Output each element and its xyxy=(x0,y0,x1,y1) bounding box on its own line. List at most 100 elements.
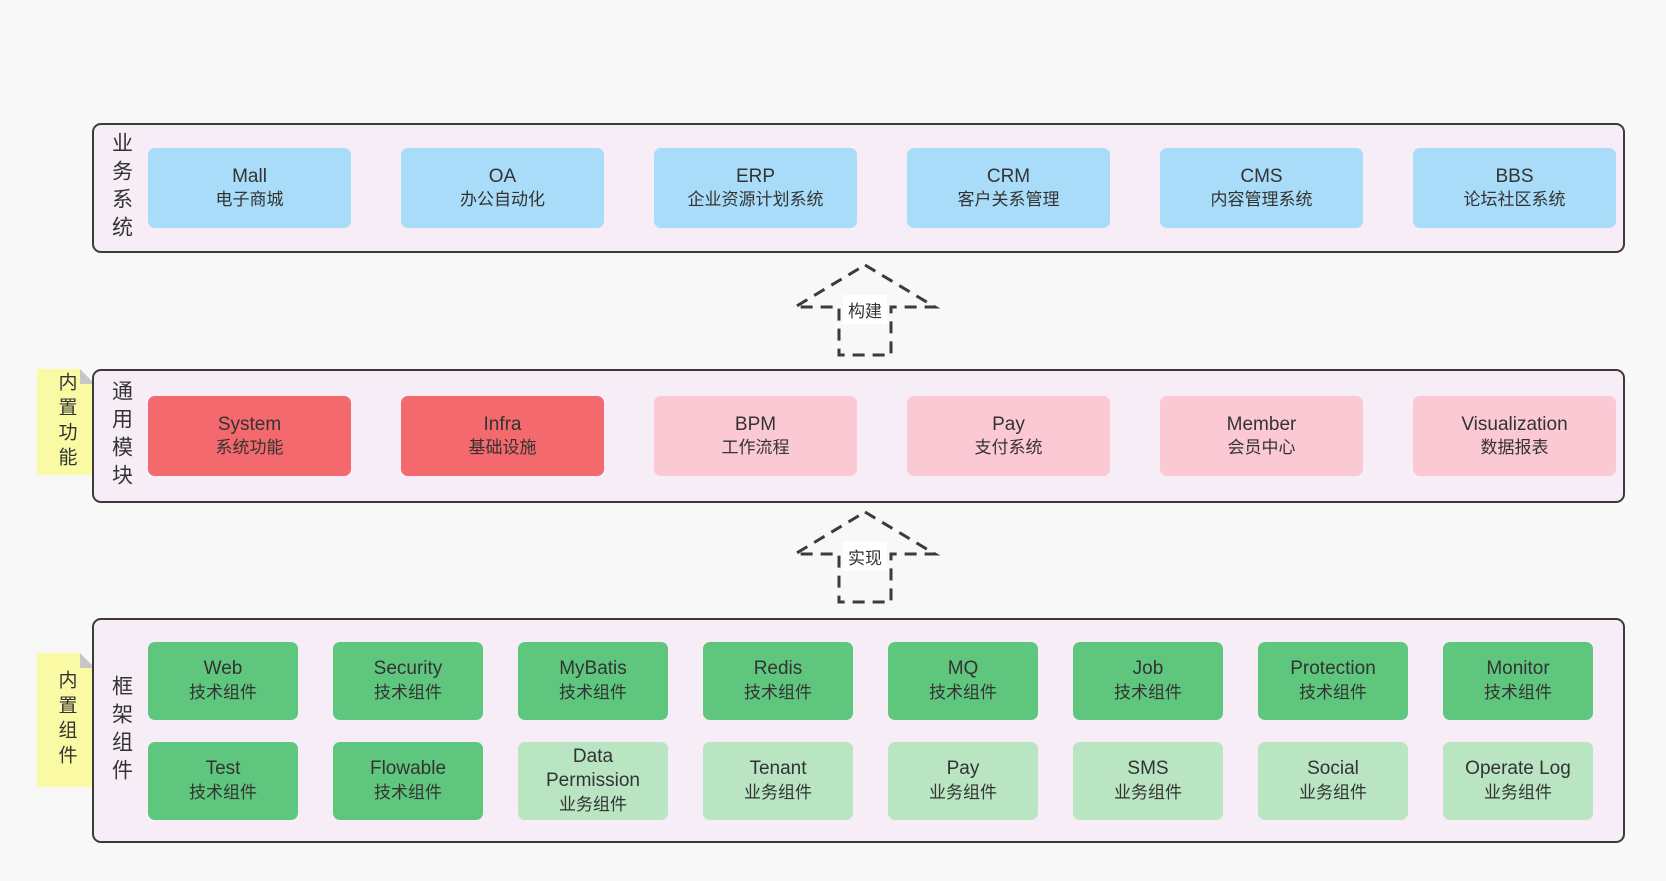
box-title: Monitor xyxy=(1486,658,1550,680)
box-title: Mall xyxy=(232,165,267,187)
component-box-sms: SMS 业务组件 xyxy=(1073,741,1223,820)
box-title: Infra xyxy=(483,413,522,435)
component-box-job: Job 技术组件 xyxy=(1073,641,1223,720)
box-title: SMS xyxy=(1127,758,1169,780)
business-box-bbs: BBS 论坛社区系统 xyxy=(1413,148,1616,228)
box-title: Pay xyxy=(946,758,980,780)
module-box-visualization: Visualization 数据报表 xyxy=(1413,396,1616,476)
box-title: Pay xyxy=(992,413,1025,435)
modules-rows: System 系统功能 Infra 基础设施 BPM 工作流程 Pay 支付系统… xyxy=(148,371,1630,501)
business-rows: Mall 电子商城 OA 办公自动化 ERP 企业资源计划系统 CRM 客户关系… xyxy=(148,125,1630,251)
box-subtitle: 数据报表 xyxy=(1480,438,1549,458)
panel-business-systems: 业务系统 Mall 电子商城 OA 办公自动化 ERP 企业资源计划系统 CRM xyxy=(92,123,1625,253)
section-label-business: 业务系统 xyxy=(94,125,148,251)
box-subtitle: 支付系统 xyxy=(974,438,1043,458)
box-title: Security xyxy=(373,658,443,680)
component-box-mybatis: MyBatis 技术组件 xyxy=(518,641,668,720)
box-subtitle: 会员中心 xyxy=(1227,438,1296,458)
box-subtitle: 内容管理系统 xyxy=(1210,190,1313,210)
box-subtitle: 技术组件 xyxy=(559,682,627,702)
box-subtitle: 客户关系管理 xyxy=(957,190,1060,210)
component-box-redis: Redis 技术组件 xyxy=(703,641,853,720)
module-box-member: Member 会员中心 xyxy=(1160,396,1363,476)
arrow-up-implement: 实现 xyxy=(790,509,940,605)
component-box-tenant: Tenant 业务组件 xyxy=(703,741,853,820)
box-subtitle: 技术组件 xyxy=(189,782,257,802)
section-label-components: 框架组件 xyxy=(94,620,148,841)
component-box-data-permission: Data Permission 业务组件 xyxy=(518,741,668,820)
box-subtitle: 办公自动化 xyxy=(460,190,545,210)
component-box-protection: Protection 技术组件 xyxy=(1258,641,1408,720)
modules-row: System 系统功能 Infra 基础设施 BPM 工作流程 Pay 支付系统… xyxy=(148,396,1616,476)
box-title: Data Permission xyxy=(546,745,640,792)
components-row-2: Test 技术组件 Flowable 技术组件 Data Permission … xyxy=(148,741,1609,820)
module-box-bpm: BPM 工作流程 xyxy=(654,396,857,476)
box-subtitle: 企业资源计划系统 xyxy=(687,190,824,210)
dashed-up-arrow-icon xyxy=(790,263,940,357)
box-title: CMS xyxy=(1240,165,1283,187)
section-label-business-text: 业务系统 xyxy=(109,132,133,244)
box-title: Visualization xyxy=(1461,413,1568,435)
box-title: Social xyxy=(1307,758,1359,780)
box-title: MQ xyxy=(947,658,979,680)
business-box-oa: OA 办公自动化 xyxy=(401,148,604,228)
box-subtitle: 技术组件 xyxy=(1114,682,1182,702)
section-label-modules: 通用模块 xyxy=(94,371,148,501)
box-title: Test xyxy=(205,758,241,780)
box-title: Web xyxy=(203,658,243,680)
box-title: System xyxy=(217,413,282,435)
box-title: MyBatis xyxy=(559,658,627,680)
box-title: BBS xyxy=(1495,165,1534,187)
box-title: ERP xyxy=(735,165,776,187)
arrow-implement-label: 实现 xyxy=(843,541,887,571)
component-box-security: Security 技术组件 xyxy=(333,641,483,720)
box-subtitle: 业务组件 xyxy=(1484,782,1552,802)
module-box-pay: Pay 支付系统 xyxy=(907,396,1110,476)
component-box-flowable: Flowable 技术组件 xyxy=(333,741,483,820)
box-title: Protection xyxy=(1290,658,1376,680)
business-box-mall: Mall 电子商城 xyxy=(148,148,351,228)
box-subtitle: 技术组件 xyxy=(1484,682,1552,702)
box-title: CRM xyxy=(986,165,1031,187)
sticky-note-text: 内置功能 xyxy=(55,372,77,472)
box-subtitle: 技术组件 xyxy=(744,682,812,702)
component-box-pay: Pay 业务组件 xyxy=(888,741,1038,820)
component-box-test: Test 技术组件 xyxy=(148,741,298,820)
box-subtitle: 业务组件 xyxy=(1299,782,1367,802)
arrow-up-build: 构建 xyxy=(790,262,940,358)
box-subtitle: 业务组件 xyxy=(929,782,997,802)
box-subtitle: 技术组件 xyxy=(929,682,997,702)
box-title: Flowable xyxy=(369,758,447,780)
business-box-cms: CMS 内容管理系统 xyxy=(1160,148,1363,228)
arrow-build-label: 构建 xyxy=(843,294,887,324)
box-subtitle: 工作流程 xyxy=(721,438,790,458)
panel-common-modules: 通用模块 System 系统功能 Infra 基础设施 BPM 工作流程 Pay xyxy=(92,369,1625,503)
box-title: Redis xyxy=(753,658,803,680)
box-title: OA xyxy=(488,165,517,187)
box-subtitle: 系统功能 xyxy=(215,438,284,458)
panel-framework-components: 框架组件 Web 技术组件 Security 技术组件 MyBatis 技术组件… xyxy=(92,618,1625,843)
box-title: BPM xyxy=(734,413,777,435)
box-subtitle: 技术组件 xyxy=(374,682,442,702)
business-box-crm: CRM 客户关系管理 xyxy=(907,148,1110,228)
dashed-up-arrow-icon xyxy=(790,510,940,604)
box-subtitle: 基础设施 xyxy=(468,438,537,458)
section-label-components-text: 框架组件 xyxy=(109,674,133,787)
component-box-web: Web 技术组件 xyxy=(148,641,298,720)
box-title: Operate Log xyxy=(1465,758,1571,780)
box-subtitle: 业务组件 xyxy=(744,782,812,802)
module-box-system: System 系统功能 xyxy=(148,396,351,476)
business-box-erp: ERP 企业资源计划系统 xyxy=(654,148,857,228)
box-subtitle: 业务组件 xyxy=(559,795,627,815)
components-row-1: Web 技术组件 Security 技术组件 MyBatis 技术组件 Redi… xyxy=(148,641,1609,720)
business-row: Mall 电子商城 OA 办公自动化 ERP 企业资源计划系统 CRM 客户关系… xyxy=(148,148,1616,228)
section-label-modules-text: 通用模块 xyxy=(109,380,133,492)
component-box-operate-log: Operate Log 业务组件 xyxy=(1443,741,1593,820)
sticky-note-built-in-components: 内置组件 xyxy=(37,653,95,787)
box-title: Member xyxy=(1226,413,1297,435)
sticky-note-built-in-features: 内置功能 xyxy=(37,369,95,475)
box-subtitle: 技术组件 xyxy=(374,782,442,802)
box-subtitle: 论坛社区系统 xyxy=(1463,190,1566,210)
components-rows: Web 技术组件 Security 技术组件 MyBatis 技术组件 Redi… xyxy=(148,620,1623,841)
